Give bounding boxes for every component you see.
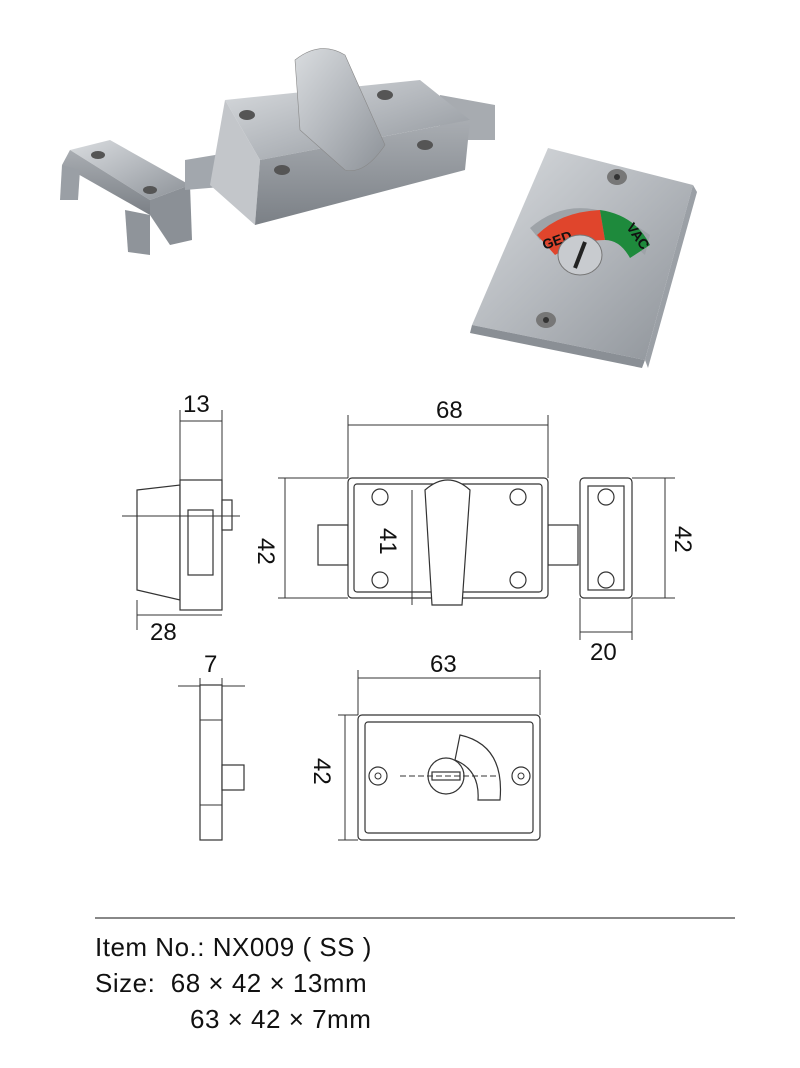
indicator-side-view: 7 [178,651,245,841]
dim-front-width: 68 [436,397,463,424]
item-value: NX009 ( SS ) [212,932,372,962]
size-value-1: 68 × 42 × 13mm [170,968,368,998]
dim-front-height: 42 [252,538,279,565]
dim-plate-width: 63 [430,651,457,678]
size-label: Size: [95,968,156,998]
latch-bolt-photo [185,48,495,225]
strike-keeper-photo [60,140,192,255]
indicator-front-view: 63 42 [308,651,541,841]
item-label: Item No.: [95,932,205,962]
size-value-2: 63 × 42 × 7mm [190,1004,372,1034]
item-number-line: Item No.: NX009 ( SS ) [95,932,372,963]
vacant-indicator [600,210,650,258]
dim-side-length: 28 [150,619,177,646]
latch-side-view: 13 28 [122,391,240,646]
strike-view: 42 20 [579,477,696,666]
indicator-plate-photo: GED VAC [470,148,697,368]
dim-plate-depth: 7 [204,651,217,678]
size-line: Size: 68 × 42 × 13mm [95,968,367,999]
dim-plate-height: 42 [308,758,335,785]
dim-knob-height: 41 [374,528,401,555]
dim-side-depth: 13 [183,391,210,418]
dim-strike-width: 20 [590,639,617,666]
occupied-indicator [537,210,605,255]
divider [95,917,735,919]
latch-front-view: 68 42 41 [252,397,579,606]
dim-strike-height: 42 [669,526,696,553]
